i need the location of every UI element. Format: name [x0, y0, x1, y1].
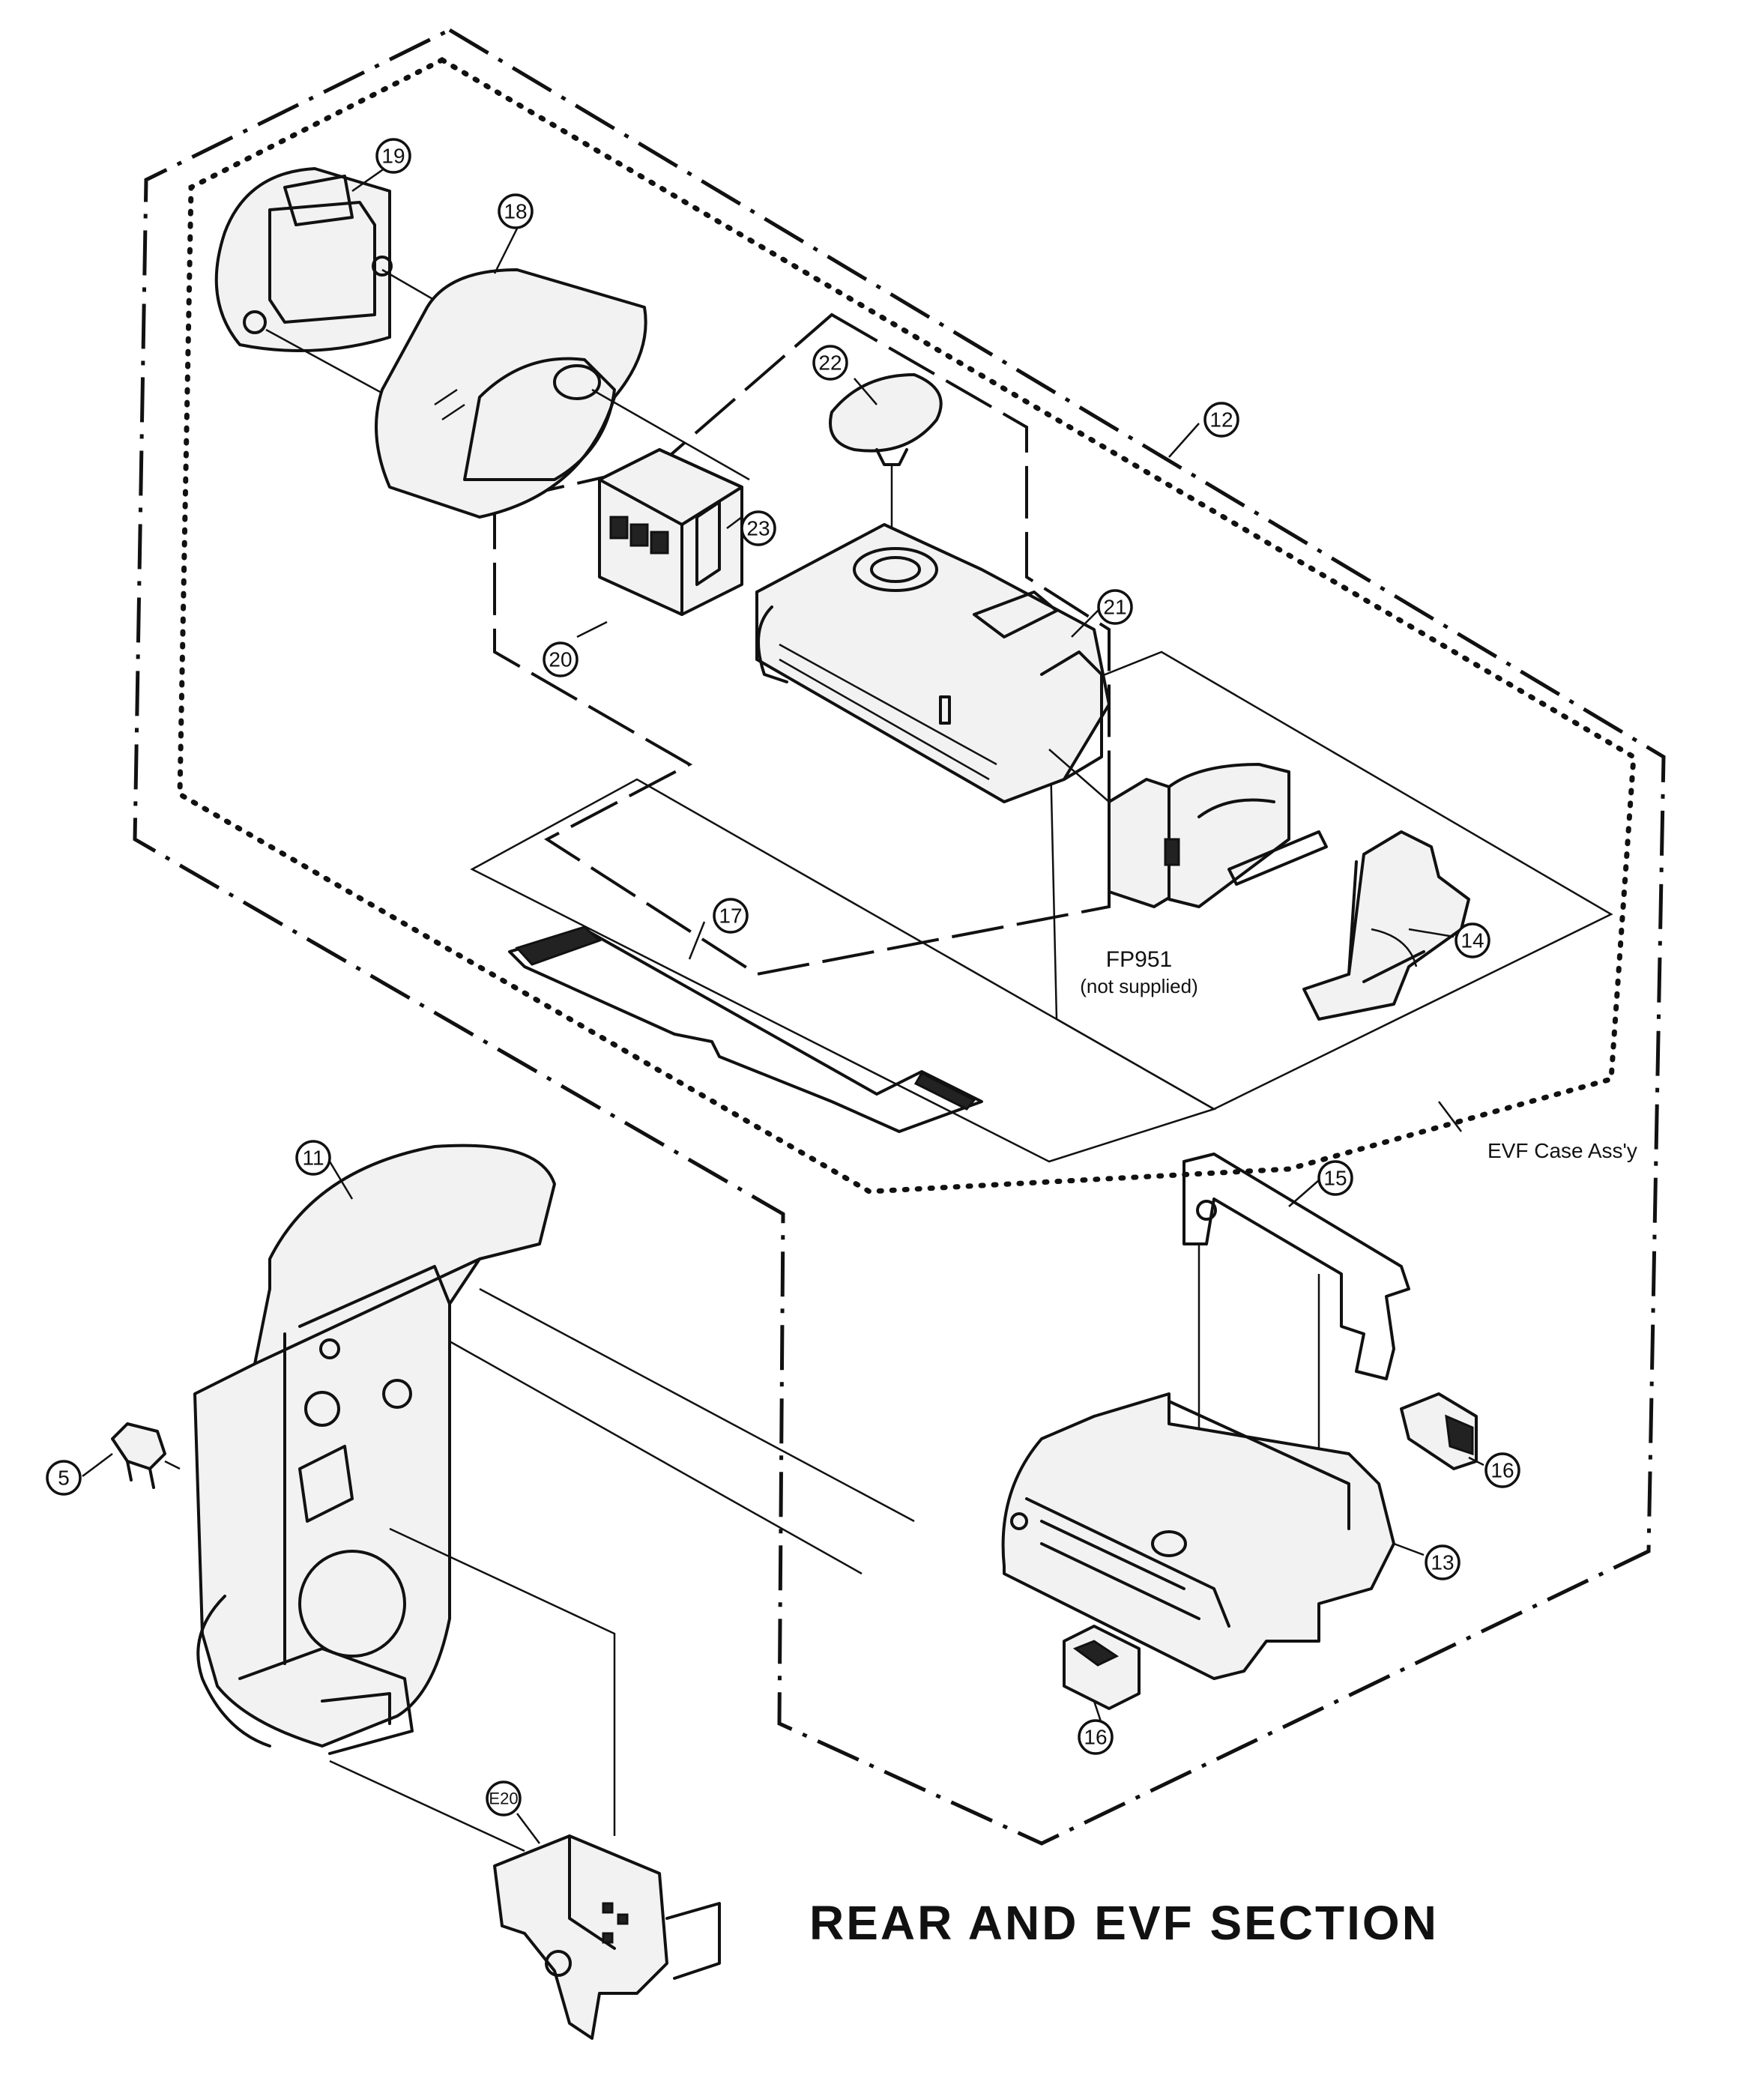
callout-16-lower-label: 16 [1084, 1726, 1107, 1749]
callout-18-label: 18 [504, 200, 527, 223]
callout-23-label: 23 [746, 517, 770, 540]
cap-part-22 [829, 373, 943, 547]
lcd-module-fp951 [1048, 749, 1328, 908]
lens-barrel-part-21 [755, 523, 1111, 803]
callout-19-label: 19 [381, 145, 405, 168]
eyepiece-housing-part-18 [375, 268, 750, 519]
clip-part-5 [111, 1422, 181, 1489]
callout-5-label: 5 [58, 1467, 70, 1490]
callout-22-label: 22 [818, 351, 842, 375]
callout-20-label: 20 [549, 648, 572, 671]
evf-case-assy-label: EVF Case Ass'y [1487, 1139, 1637, 1162]
callout-16-lower: 16 [1078, 1719, 1114, 1755]
bracket-part-14 [1302, 830, 1470, 1021]
callout-11-label: 11 [302, 1147, 324, 1170]
callout-11: 11 [295, 1140, 331, 1176]
callout-20: 20 [543, 641, 579, 677]
callout-13-label: 13 [1431, 1551, 1454, 1574]
page-title: REAR AND EVF SECTION [809, 1896, 1439, 1950]
callout-17-label: 17 [719, 904, 742, 928]
callout-17: 17 [713, 898, 749, 934]
connector-board-part-e20 [493, 1834, 721, 2040]
flex-cable-part-17 [508, 925, 983, 1133]
callout-13: 13 [1425, 1544, 1461, 1580]
callout-5: 5 [46, 1460, 82, 1496]
callout-14: 14 [1455, 922, 1490, 958]
callout-e20: E20 [486, 1781, 522, 1816]
callout-19: 19 [375, 138, 411, 174]
lcd-module-boundary [1048, 650, 1613, 1111]
evf-inner-dotted-boundary [177, 57, 1637, 1194]
rear-frame-part-13 [1001, 1392, 1395, 1680]
button-part-16-upper [1400, 1392, 1478, 1470]
callout-18: 18 [498, 193, 534, 229]
rear-case-part-11 [193, 1144, 915, 1852]
callout-21-label: 21 [1103, 596, 1126, 619]
bracket-plate-part-15 [1182, 1153, 1410, 1454]
flex-cable-boundary [470, 778, 1217, 1163]
fp951-label: FP951 [1106, 947, 1172, 972]
callout-23: 23 [740, 510, 776, 546]
leader-lines [82, 163, 1484, 1844]
callout-e20-label: E20 [489, 1789, 518, 1808]
callout-16-upper: 16 [1484, 1452, 1520, 1488]
callout-22: 22 [812, 345, 848, 381]
callout-16-upper-label: 16 [1490, 1459, 1514, 1482]
not-supplied-label: (not supplied) [1080, 975, 1198, 997]
evf-case-assembly-boundary [133, 28, 1666, 1846]
callout-12-label: 12 [1209, 408, 1233, 432]
callout-14-label: 14 [1461, 929, 1484, 952]
callout-21: 21 [1097, 589, 1133, 625]
callout-15-label: 15 [1323, 1167, 1347, 1190]
callout-15: 15 [1317, 1160, 1353, 1196]
bracket-block-part-23 [598, 448, 743, 616]
button-part-16-lower [1063, 1625, 1141, 1710]
callout-12: 12 [1203, 402, 1239, 438]
